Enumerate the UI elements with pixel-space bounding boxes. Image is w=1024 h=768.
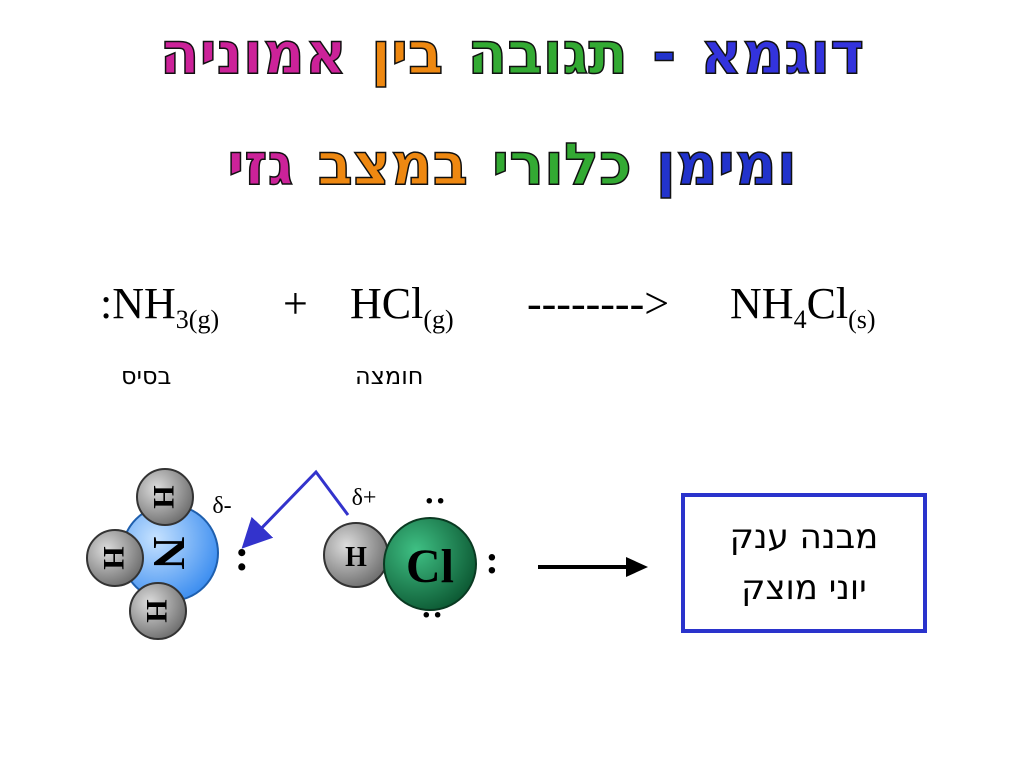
hydrogen-atom-top: [136, 468, 194, 526]
hydrogen-atom-bottom: [129, 582, 187, 640]
electron-transfer-arrow: [241, 469, 350, 549]
delta-plus-label: δ+: [352, 485, 377, 511]
title-line-1: דוגמא-תגובה בין אמוניה: [0, 19, 1024, 87]
hcl-hydrogen-symbol: H: [345, 542, 367, 573]
hydrogen-atom-left: [86, 529, 144, 587]
base-label: בסיס: [121, 362, 172, 390]
title-line1-word-5: אמוניה: [159, 19, 348, 87]
hydrogen-symbol-top: H: [147, 485, 180, 508]
equation-reactant-hcl: HCl(g): [350, 279, 454, 334]
delta-minus-label: δ-: [212, 493, 231, 519]
hydrogen-symbol-bottom: H: [140, 599, 173, 622]
title-line1-word-2: -: [651, 19, 677, 87]
chlorine-lone-pair-right: :: [485, 537, 498, 582]
chlorine-symbol: Cl: [406, 540, 454, 593]
chlorine-lone-pair-bottom: ··: [421, 597, 444, 634]
equation-reactant-ammonia: :NH3(g): [100, 279, 220, 334]
equation-plus: +: [283, 279, 308, 328]
product-description-line-2: יוני מוצק: [741, 568, 867, 608]
chlorine-lone-pair-top: ··: [424, 483, 447, 520]
nitrogen-symbol: N: [144, 536, 195, 569]
title-line2-word-4: גזי: [226, 130, 294, 198]
chlorine-atom: [383, 517, 477, 611]
title-line2-word-3: במצב: [317, 130, 469, 198]
title-line1-word-3: תגובה: [467, 19, 629, 87]
hcl-molecule: H Cl δ+ ·· ·· :: [323, 483, 499, 634]
product-arrow: [538, 557, 648, 577]
title-line2-word-2: כלורי: [491, 130, 632, 198]
ammonia-molecule: N H H H : δ-: [86, 468, 250, 640]
title-line2-word-1: ומימן: [655, 130, 797, 198]
title-line1-word-4: בין: [370, 19, 444, 87]
hydrogen-symbol-left: H: [97, 546, 130, 569]
title-line1-word-1: דוגמא: [699, 19, 865, 87]
product-description-line-1: מבנה ענק: [729, 517, 879, 557]
nitrogen-lone-pair: :: [235, 531, 250, 580]
acid-label: חומצה: [355, 362, 424, 390]
product-description-box: מבנה ענק יוני מוצק: [681, 493, 927, 633]
equation-product: NH4Cl(s): [730, 279, 876, 334]
title-line-2: ומימן כלורי במצב גזי: [0, 130, 1024, 198]
equation-arrow: -------->: [527, 279, 670, 328]
